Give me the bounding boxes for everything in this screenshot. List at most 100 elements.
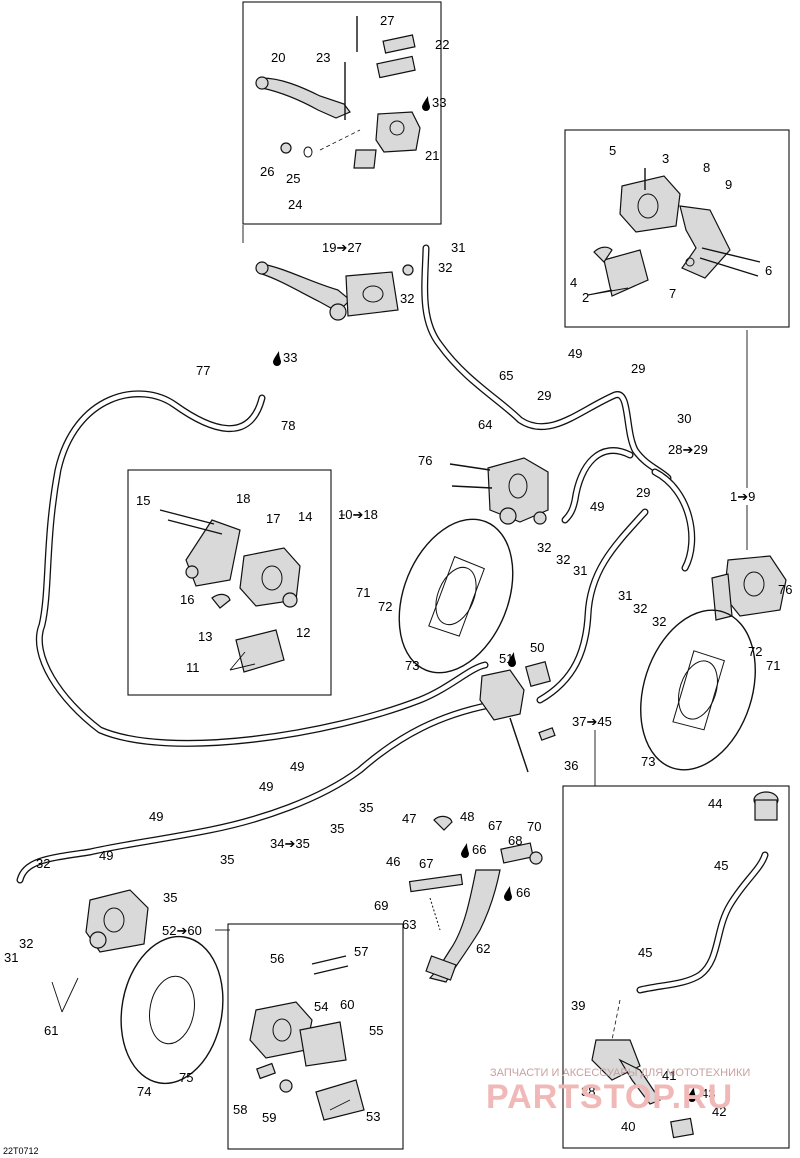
callout-7: 7 xyxy=(669,286,676,301)
callout-63: 63 xyxy=(402,917,416,932)
callout-25: 25 xyxy=(286,171,300,186)
callout-71b: 71 xyxy=(766,658,780,673)
callout-36: 36 xyxy=(564,758,578,773)
rear-caliper-detail xyxy=(249,955,365,1121)
front-left-caliper-detail xyxy=(159,509,301,673)
callout-2: 2 xyxy=(582,290,589,305)
callout-64: 64 xyxy=(478,417,492,432)
callout-72a: 72 xyxy=(378,599,392,614)
callout-77: 77 xyxy=(196,363,210,378)
callout-35c: 35 xyxy=(220,852,234,867)
callout-68: 68 xyxy=(508,833,522,848)
detail-box-rear-caliper xyxy=(227,923,404,1150)
leader-lines xyxy=(51,225,748,1111)
callout-6: 6 xyxy=(765,263,772,278)
front-brake-disc-right xyxy=(640,609,756,771)
rear-brake-disc xyxy=(120,935,224,1085)
rear-caliper xyxy=(85,889,149,953)
callout-52-60: 52➔60 xyxy=(162,923,202,938)
callout-35d: 35 xyxy=(163,890,177,905)
callout-49f: 49 xyxy=(99,848,113,863)
front-brake-disc-left xyxy=(398,518,514,674)
callout-40: 40 xyxy=(621,1119,635,1134)
callout-49a: 49 xyxy=(568,346,582,361)
callout-9: 9 xyxy=(725,177,732,192)
callout-38: 38 xyxy=(581,1084,595,1099)
callout-45a: 45 xyxy=(714,858,728,873)
detail-box-front-left-caliper xyxy=(127,469,332,696)
detail-box-master-cylinder xyxy=(242,1,442,225)
callout-69: 69 xyxy=(374,898,388,913)
callout-31c: 31 xyxy=(618,588,632,603)
proportioning-valve xyxy=(479,661,556,773)
callout-32c: 32 xyxy=(537,540,551,555)
callout-32d: 32 xyxy=(556,552,570,567)
callout-61: 61 xyxy=(44,1023,58,1038)
callout-41: 41 xyxy=(662,1068,676,1083)
callout-62: 62 xyxy=(476,941,490,956)
callout-54: 54 xyxy=(314,999,328,1014)
callout-53: 53 xyxy=(366,1109,380,1124)
callout-19-27: 19➔27 xyxy=(322,240,362,255)
callout-labels: 2 3 4 5 6 7 8 9 11 12 13 14 15 16 17 18 … xyxy=(4,13,792,1134)
watermark-logo: PARTSTOP.RU xyxy=(486,1078,733,1116)
front-right-caliper xyxy=(711,555,787,621)
brake-hoses xyxy=(16,244,769,994)
callout-35b: 35 xyxy=(330,821,344,836)
callout-46: 46 xyxy=(386,854,400,869)
detail-box-rear-master-cylinder xyxy=(562,785,790,1149)
callout-59: 59 xyxy=(262,1110,276,1125)
callout-31d: 31 xyxy=(4,950,18,965)
callout-42: 42 xyxy=(712,1104,726,1119)
callout-17: 17 xyxy=(266,511,280,526)
callout-11: 11 xyxy=(186,660,200,675)
callout-37-45: 37➔45 xyxy=(572,714,612,729)
callout-47: 47 xyxy=(402,811,416,826)
callout-29c: 29 xyxy=(636,485,650,500)
callout-28-29: 28➔29 xyxy=(668,442,708,457)
callout-21: 21 xyxy=(425,148,439,163)
callout-49b: 49 xyxy=(590,499,604,514)
callout-32e: 32 xyxy=(633,601,647,616)
callout-49c: 49 xyxy=(290,759,304,774)
detail-box-front-right-caliper xyxy=(564,129,790,328)
callout-39: 39 xyxy=(571,998,585,1013)
callout-66b: 66 xyxy=(516,885,530,900)
callout-73a: 73 xyxy=(405,658,419,673)
callout-33a: 33 xyxy=(432,95,446,110)
callout-35a: 35 xyxy=(359,800,373,815)
callout-10-18: 10➔18 xyxy=(338,507,378,522)
callout-58: 58 xyxy=(233,1102,247,1117)
callout-43: 43 xyxy=(701,1086,715,1101)
callout-26: 26 xyxy=(260,164,274,179)
callout-20: 20 xyxy=(271,50,285,65)
callout-73b: 73 xyxy=(641,754,655,769)
callout-44: 44 xyxy=(708,796,722,811)
callout-78: 78 xyxy=(281,418,295,433)
callout-75: 75 xyxy=(179,1070,193,1085)
callout-33b: 33 xyxy=(283,350,297,365)
callout-12: 12 xyxy=(296,625,310,640)
callout-49e: 49 xyxy=(149,809,163,824)
callout-56: 56 xyxy=(270,951,284,966)
callout-27: 27 xyxy=(380,13,394,28)
callout-15: 15 xyxy=(136,493,150,508)
callout-16: 16 xyxy=(180,592,194,607)
callout-32a: 32 xyxy=(438,260,452,275)
callout-67a: 67 xyxy=(488,818,502,833)
callout-45b: 45 xyxy=(638,945,652,960)
callout-50: 50 xyxy=(530,640,544,655)
callout-3: 3 xyxy=(662,151,669,166)
callout-5: 5 xyxy=(609,143,616,158)
callout-76a: 76 xyxy=(418,453,432,468)
callout-29b: 29 xyxy=(537,388,551,403)
callout-1-9: 1➔9 xyxy=(730,489,755,504)
callout-71a: 71 xyxy=(356,585,370,600)
brake-pedal xyxy=(408,815,543,983)
callout-23: 23 xyxy=(316,50,330,65)
callout-74: 74 xyxy=(137,1084,151,1099)
watermark-tagline: ЗАПЧАСТИ И АКСЕССУАРЫ ДЛЯ МОТОТЕХНИКИ xyxy=(490,1067,750,1079)
callout-32b: 32 xyxy=(400,291,414,306)
callout-55: 55 xyxy=(369,1023,383,1038)
